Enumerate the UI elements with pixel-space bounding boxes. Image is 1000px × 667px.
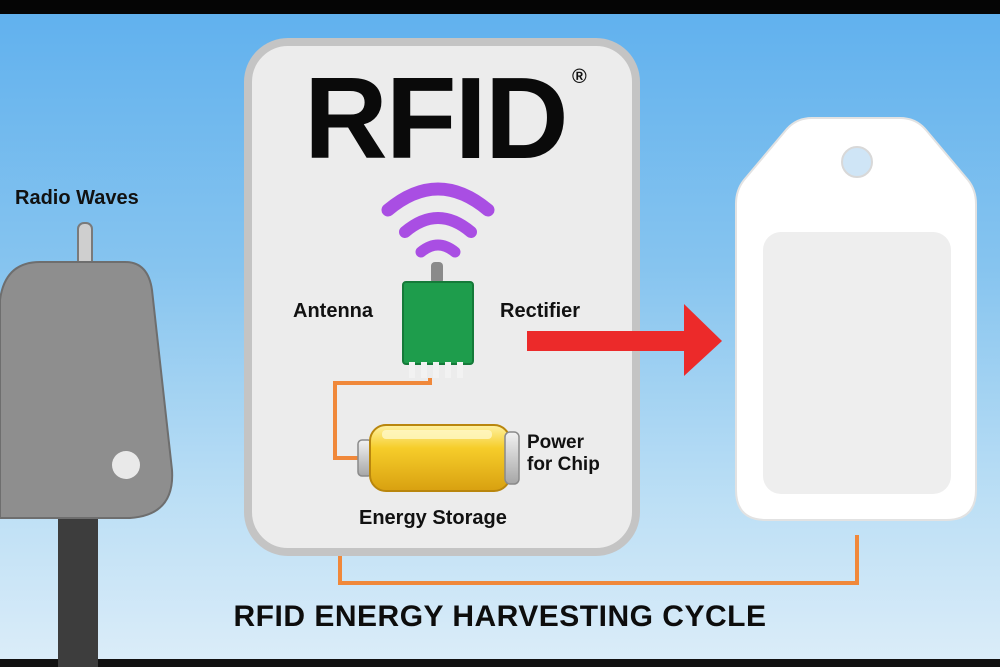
chip-battery-wire — [333, 378, 432, 460]
battery-icon — [357, 424, 520, 492]
diagram-title: RFID ENERGY HARVESTING CYCLE — [233, 600, 767, 633]
rfid-tag-icon — [735, 117, 977, 521]
wifi-signal-icon — [381, 182, 495, 258]
return-wire — [338, 535, 859, 585]
top-border — [0, 0, 1000, 14]
chip-icon — [402, 281, 474, 378]
label-power-for-chip: Power for Chip — [527, 432, 600, 476]
label-energy-storage: Energy Storage — [359, 507, 507, 529]
label-rectifier: Rectifier — [500, 300, 581, 322]
label-radio-waves: Radio Waves — [15, 187, 139, 209]
registered-mark: ® — [572, 66, 587, 88]
power-line-1: Power — [527, 432, 585, 453]
label-antenna: Antenna — [293, 300, 373, 322]
rfid-logo: RFID — [304, 53, 569, 183]
arrow-right-icon — [527, 304, 722, 376]
power-line-2: for Chip — [527, 454, 600, 475]
rfid-reader-icon — [0, 222, 174, 667]
bottom-border — [0, 659, 1000, 667]
antenna-stub — [431, 262, 443, 284]
